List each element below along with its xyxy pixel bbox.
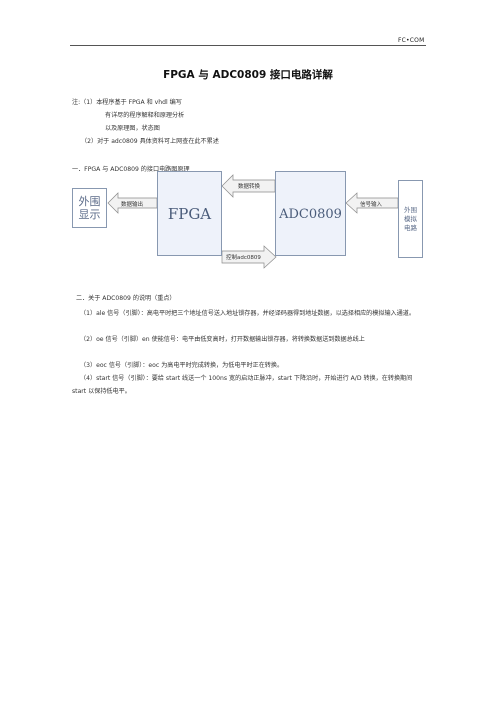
peripheral-display-label-1: 外围 [78,195,101,208]
peripheral-display-label-2: 显示 [78,208,101,221]
note-3: 以及原理图，状态图 [105,125,160,132]
note-2: 有详尽的程序解释和原理分析 [105,112,185,119]
label-control-adc: 控制adc0809 [226,255,261,261]
analog-label-2: 模拟 [404,214,417,223]
item-start: （4）start 信号（引脚）：要给 start 线送一个 100ns 宽的启动… [72,375,413,395]
header-brand: FC•COM [398,37,425,44]
note-1: 注:（1）本程序基于 FPGA 和 vhdl 编写 [72,99,182,106]
item-ale: （1）ale 信号（引脚）：高电平时把三个地址信号送入地址锁存器，并经译码器得到… [80,310,415,317]
label-data-output: 数据输出 [121,202,144,208]
peripheral-display-box: 外围 显示 [72,188,107,228]
adc0809-block: ADC0809 [275,171,346,256]
analog-label-3: 电路 [404,223,417,232]
note-4: （2）对于 adc0809 具体资料可上网查在此不累述 [81,138,219,145]
section-1-heading: 一．FPGA 与 ADC0809 的接口电路图原理 [72,166,190,173]
item-eoc: （3）eoc 信号（引脚）：eoc 为高电平时完成转换，为低电平时正在转换。 [80,362,284,369]
label-signal-input: 信号输入 [360,202,383,208]
document-title: FPGA 与 ADC0809 接口电路详解 [163,69,333,81]
arrow-control-adc [221,245,277,269]
item-oe: （2）oe 信号（引脚）en 使能信号：电平由低变高时，打开数据输出锁存器，将转… [80,336,365,343]
section-2-heading: 二．关于 ADC0809 的说明（重点） [76,295,176,302]
label-data-convert: 数据转换 [238,184,261,190]
fpga-block: FPGA [157,171,222,256]
header-divider [70,45,426,46]
peripheral-analog-box: 外围 模拟 电路 [398,180,423,258]
analog-label-1: 外围 [404,205,417,214]
